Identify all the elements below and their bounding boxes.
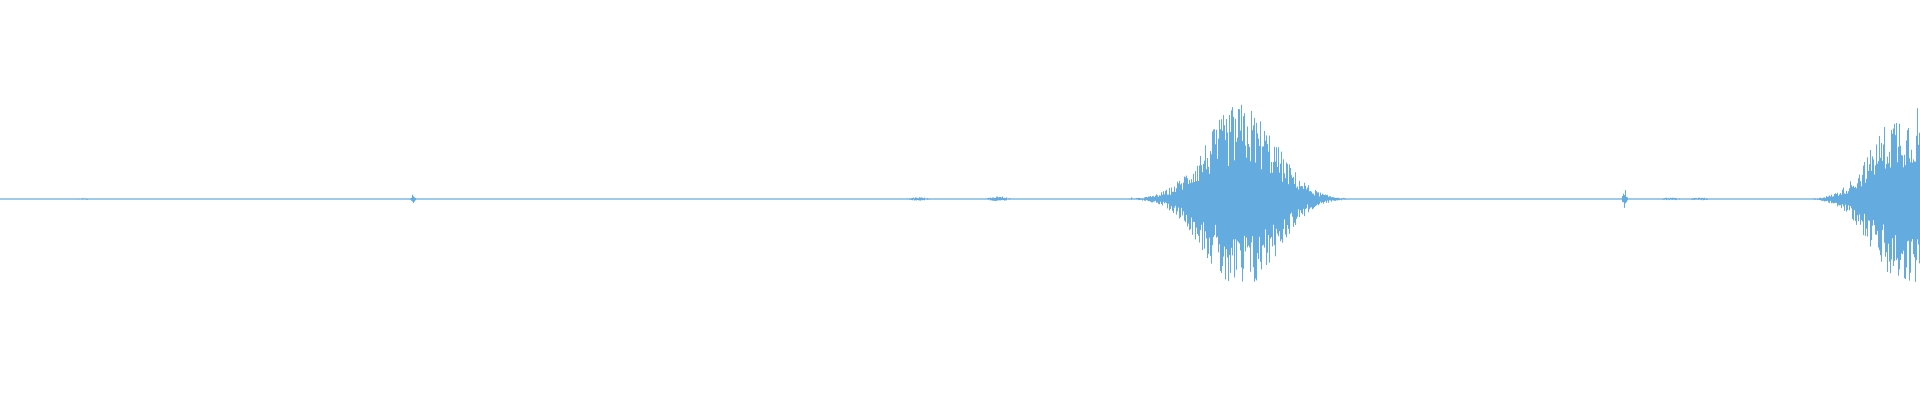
waveform-trace — [0, 104, 1920, 282]
waveform-layer — [0, 104, 1920, 282]
